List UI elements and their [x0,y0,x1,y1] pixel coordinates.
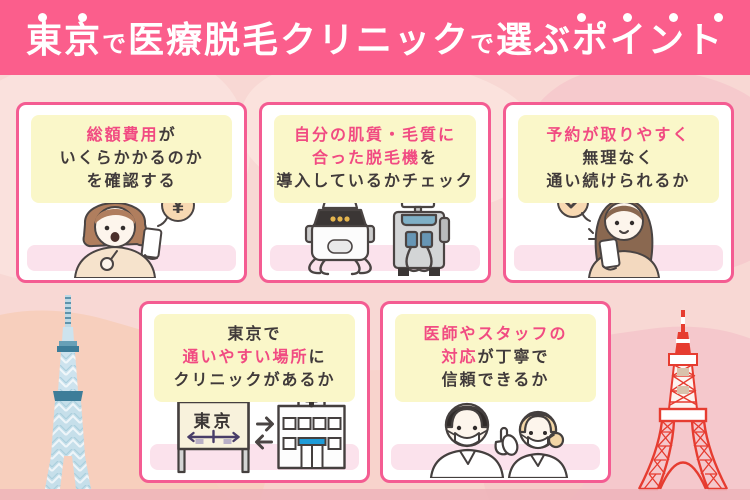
header-dot [577,13,586,22]
card-headline: 医師やスタッフの対応が丁寧で信頼できるか [395,314,596,402]
card-headline: 自分の肌質・毛質に合った脱毛機を導入しているかチェック [274,115,476,203]
card-easy-booking: 予約が取りやすく無理なく通い続けられるか [502,102,734,283]
svg-text:東京: 東京 [193,411,233,431]
header-dot [669,13,678,22]
staff-figure [501,410,568,478]
tokyo-tower-illustration [637,310,729,491]
card-row-bottom: 東京で通いやすい場所にクリニックがあるか 東京 [0,301,750,483]
tokyo-skytree-illustration [45,295,91,489]
header-dot [78,13,87,22]
header-dot [714,13,723,22]
card-total-cost: 総額費用がいくらかかるのかを確認する ¥ [16,102,248,283]
laser-machines-illustration [304,184,451,276]
card-machine-match: 自分の肌質・毛質に合った脱毛機を導入しているかチェック [259,102,491,283]
header-dot [38,13,47,22]
card-headline: 予約が取りやすく無理なく通い続けられるか [517,115,719,203]
card-headline: 総額費用がいくらかかるのかを確認する [31,115,233,203]
card-location: 東京で通いやすい場所にクリニックがあるか 東京 [139,301,370,483]
doctor-figure [429,402,511,478]
bottom-accent-strip [0,489,750,500]
page-title: 東京で医療脱毛クリニックで選ぶポイント [25,19,725,60]
card-headline: 東京で通いやすい場所にクリニックがあるか [154,314,355,402]
woman-phone-check-illustration [557,186,661,278]
header-banner: 東京で医療脱毛クリニックで選ぶポイント [0,0,750,75]
transfer-arrows-icon [254,416,274,450]
header-dot [623,13,632,22]
doctor-staff-illustration [429,402,568,478]
card-row-top: 総額費用がいくらかかるのかを確認する ¥ [16,102,734,283]
card-staff-trust: 医師やスタッフの対応が丁寧で信頼できるか [380,301,611,483]
